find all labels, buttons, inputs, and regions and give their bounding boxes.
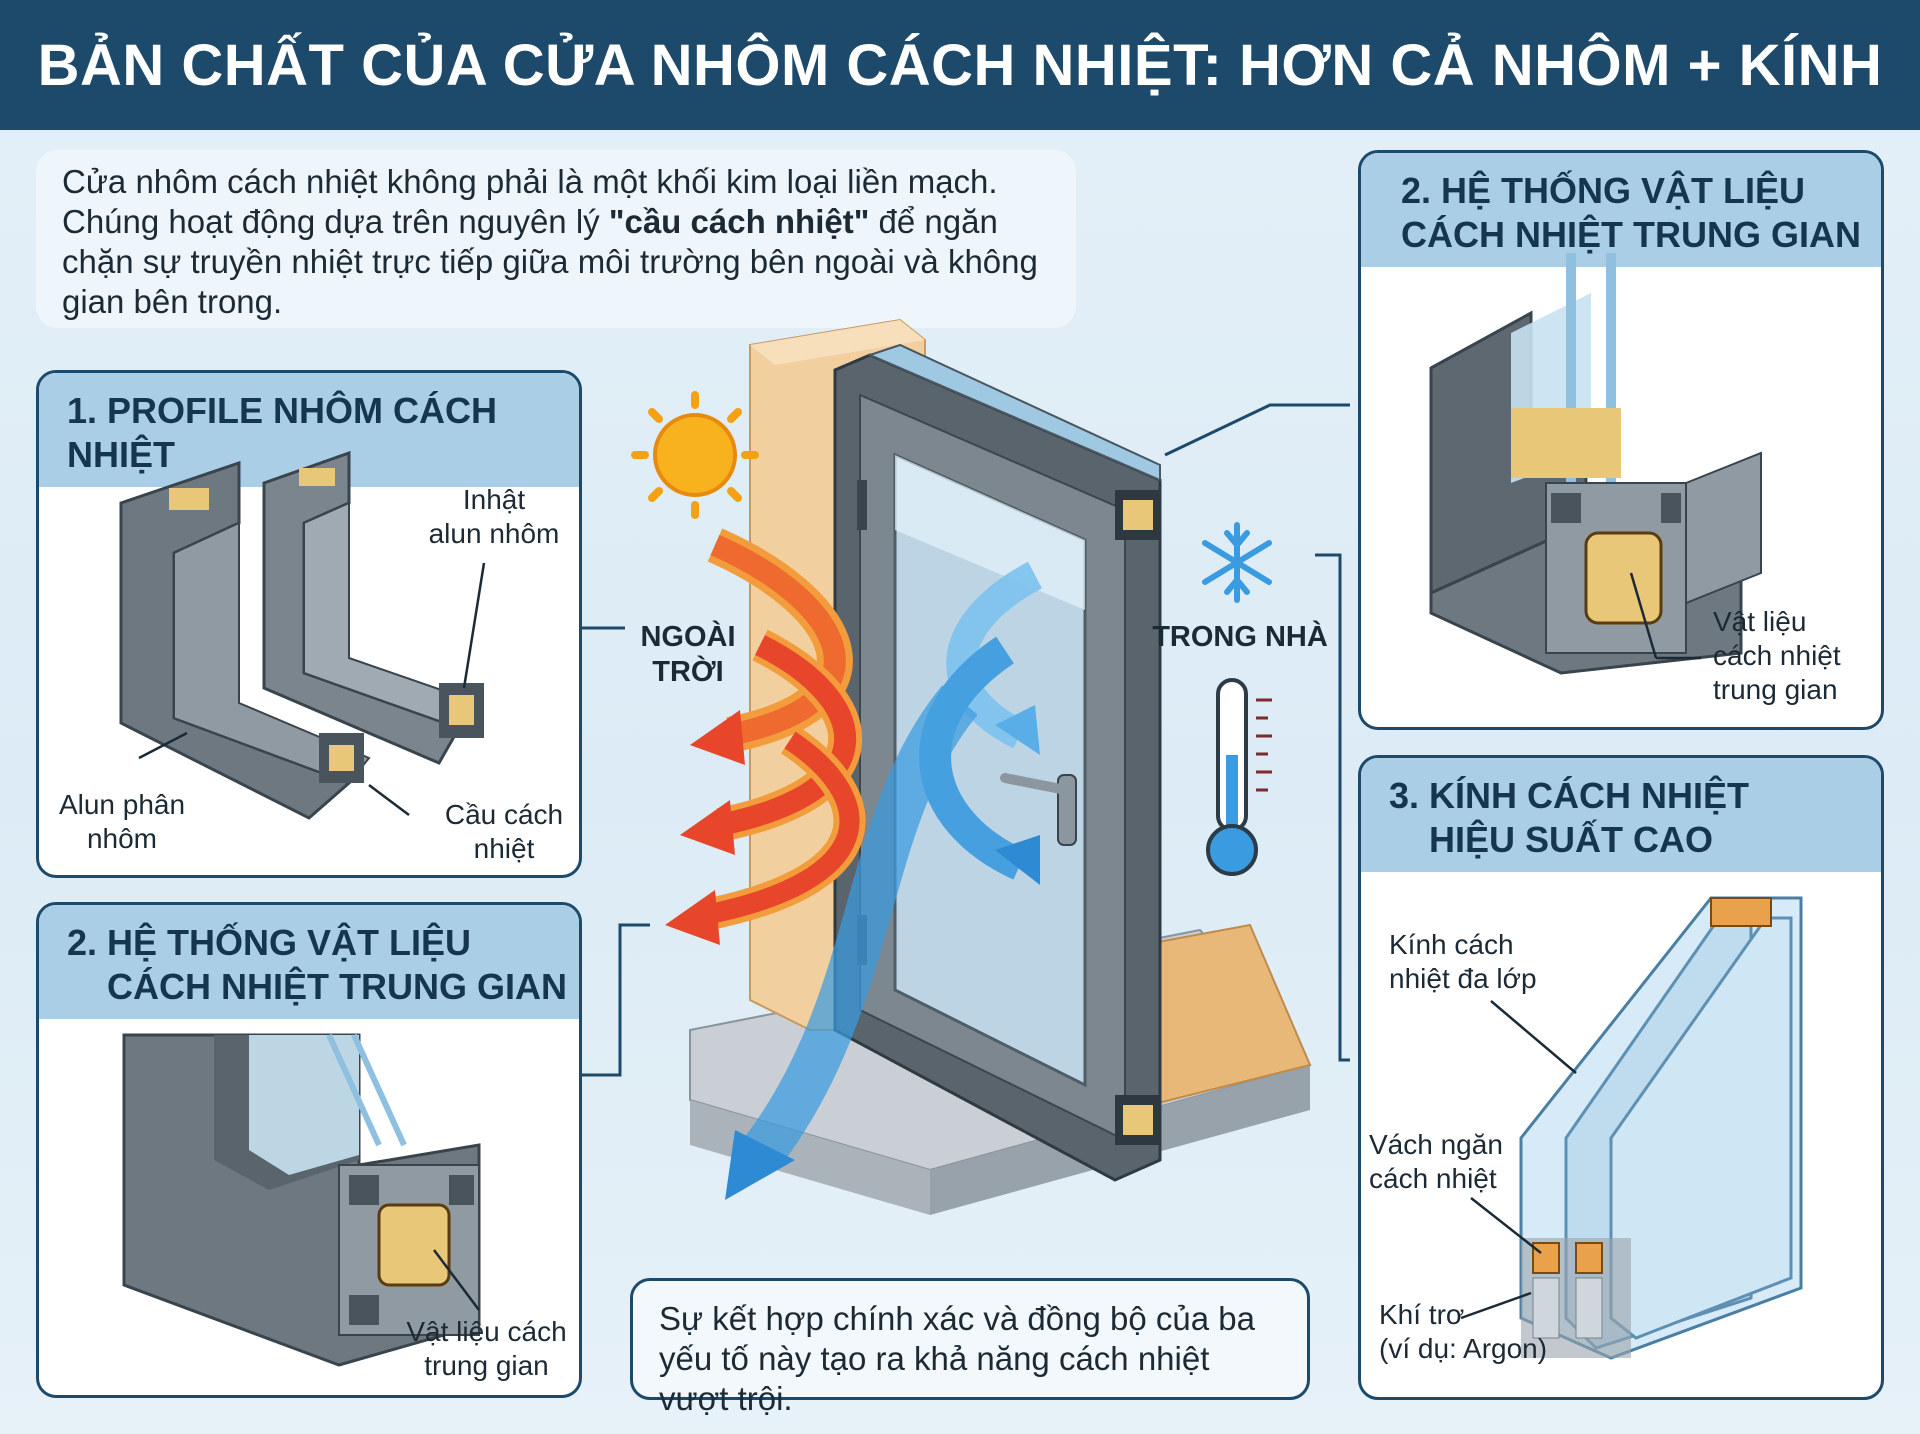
door-illustration [580, 318, 1350, 1215]
leader-lines [580, 403, 1350, 1077]
title-bar: BẢN CHẤT CỦA CỬA NHÔM CÁCH NHIỆT: HƠN CẢ… [0, 0, 1920, 130]
profile-inner [262, 450, 484, 765]
panel-insulation-right-title: 2. HỆ THỐNG VẬT LIỆU CÁCH NHIỆT TRUNG GI… [1361, 153, 1881, 267]
panel-insulation-left: 2. HỆ THỐNG VẬT LIỆU CÁCH NHIỆT TRUNG GI… [36, 902, 582, 1398]
intro-bold: "cầu cách nhiệt" [608, 203, 870, 240]
heat-arrows-outside [701, 528, 866, 931]
intro-part2: để ngăn chặn sự truyền nhiệt trực tiếp g… [62, 203, 1038, 320]
bottom-note: Sự kết hợp chính xác và đồng bộ của ba y… [630, 1278, 1310, 1417]
profile-outer [119, 460, 371, 820]
heat-arrow-head-2 [680, 800, 735, 855]
profile-illustration [119, 450, 486, 820]
thermometer-icon [1206, 678, 1272, 876]
panel-glass-title: 3. KÍNH CÁCH NHIỆT HIỆU SUẤT CAO [1361, 758, 1881, 872]
door-handle [1000, 773, 1077, 846]
label-inert-gas: Khí trơ (ví dụ: Argon) [1379, 1299, 1548, 1364]
panel-profile: 1. PROFILE NHÔM CÁCH NHIỆT Inhật alun nh… [36, 370, 582, 878]
intro-text: Cửa nhôm cách nhiệt không phải là một kh… [36, 150, 1076, 328]
inside-label: TRONG NHÀ [1152, 621, 1328, 653]
label-spacer: Vách ngăn cách nhiệt [1369, 1129, 1503, 1194]
label-insulation-right: Vật liệu cách nhiệt trung gian [1713, 606, 1841, 705]
cold-arrows [741, 561, 1043, 1170]
intro-part1: Cửa nhôm cách nhiệt không phải là một kh… [62, 163, 998, 240]
panel-glass: 3. KÍNH CÁCH NHIỆT HIỆU SUẤT CAO Kính cá… [1358, 755, 1884, 1400]
label-inner-alu: Inhật alun nhôm [428, 484, 560, 549]
label-multi-glass: Kính cách nhiệt đa lớp [1389, 929, 1537, 994]
heat-arrow-head-1 [690, 710, 745, 765]
page-title: BẢN CHẤT CỦA CỬA NHÔM CÁCH NHIỆT: HƠN CẢ… [37, 32, 1883, 98]
insulation-left-illustration [122, 1033, 481, 1367]
snowflake-icon [1202, 522, 1272, 603]
label-thermal-bridge: Cầu cách nhiệt [444, 799, 564, 864]
panel-profile-title: 1. PROFILE NHÔM CÁCH NHIỆT [39, 373, 579, 487]
label-outer-alu: Alun phân nhôm [58, 789, 186, 854]
outside-label: NGOÀI TRỜI [640, 621, 736, 688]
heat-arrow-head-3 [665, 890, 720, 945]
sun-icon [631, 391, 759, 519]
insulation-right-illustration [1429, 253, 1762, 675]
panel-insulation-right: 2. HỆ THỐNG VẬT LIỆU CÁCH NHIỆT TRUNG GI… [1358, 150, 1884, 730]
glass-illustration [1460, 896, 1803, 1360]
label-insulation-left: Vật liệu cách trung gian [406, 1316, 567, 1381]
panel-insulation-left-title: 2. HỆ THỐNG VẬT LIỆU CÁCH NHIỆT TRUNG GI… [39, 905, 579, 1019]
